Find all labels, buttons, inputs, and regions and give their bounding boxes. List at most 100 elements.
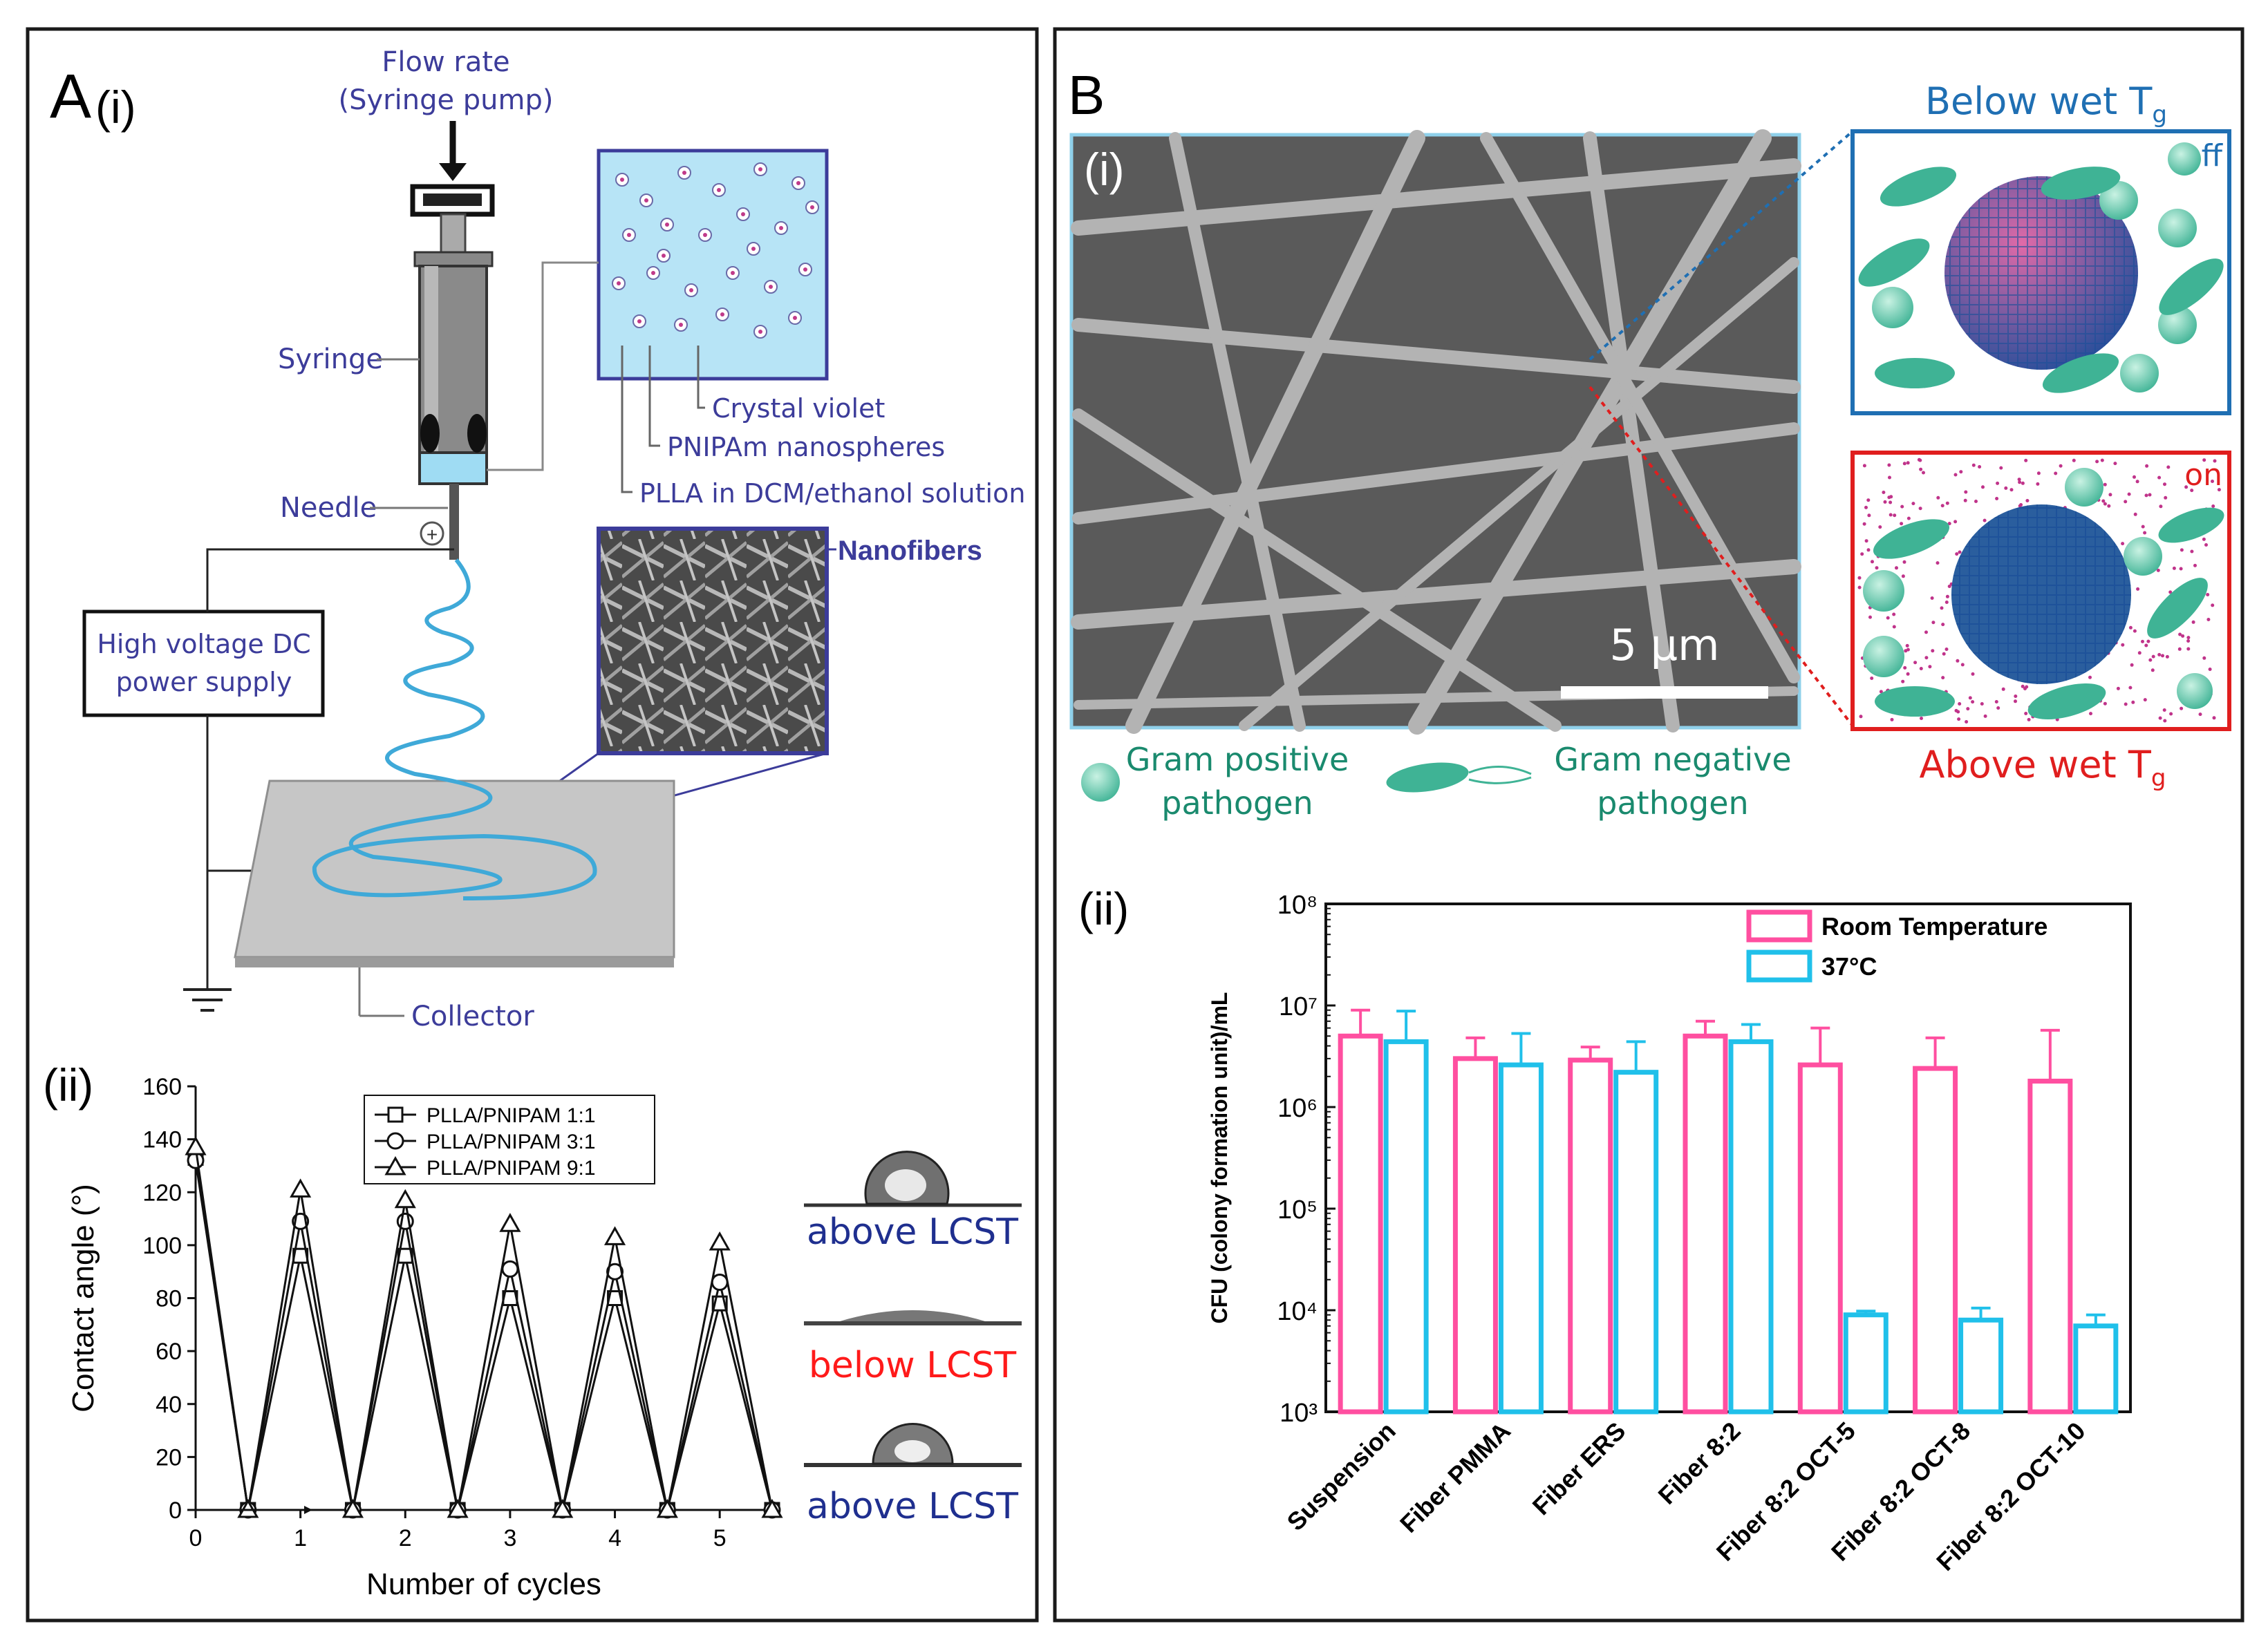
drug-dot [1883, 500, 1887, 504]
drug-dot [2157, 475, 2162, 480]
drug-dot [1922, 471, 1925, 475]
crystal-violet-dot [627, 233, 631, 237]
drug-dot [2193, 563, 2197, 567]
drug-dot [1968, 696, 1972, 700]
drug-dot [1888, 475, 1891, 480]
data-point [185, 1136, 207, 1155]
drug-dot [2127, 492, 2131, 496]
drug-dot [1924, 630, 1928, 634]
crystal-violet-dot [620, 178, 624, 182]
drug-dot [2133, 512, 2137, 516]
drug-dot [2212, 716, 2216, 720]
panel-a-frame [26, 27, 1039, 1623]
drug-dot [1902, 560, 1906, 564]
drug-dot [2213, 459, 2217, 463]
y-axis-label: CFU (colony formation unit)/mL [1207, 992, 1232, 1324]
droplet-image-1 [804, 1128, 1022, 1207]
drug-dot [1875, 566, 1879, 570]
drug-dot [2024, 458, 2028, 462]
drop-label-above-1: above LCST [807, 1211, 1018, 1253]
below-tg-illustration [1858, 142, 2224, 393]
drug-dot [2133, 629, 2137, 633]
drug-dot [1864, 539, 1868, 543]
drug-dot [2088, 675, 2092, 679]
y-tick-label: 10⁴ [1277, 1297, 1318, 1326]
drug-dot [1928, 665, 1932, 669]
drug-dot [2121, 643, 2125, 647]
drug-dot [2168, 590, 2173, 594]
drug-dot [1901, 574, 1905, 578]
data-point [711, 1274, 729, 1292]
drug-dot [1857, 585, 1862, 589]
drug-dot [2186, 639, 2191, 643]
drug-dot [1957, 717, 1961, 721]
drug-dot [2186, 647, 2191, 651]
drug-dot [2054, 471, 2058, 475]
drug-dot [1871, 560, 1874, 564]
drug-dot [1906, 516, 1911, 520]
drug-dot [2059, 464, 2063, 468]
scale-bar [1561, 686, 1768, 699]
drug-dot [1955, 552, 1959, 556]
crystal-violet-dot [751, 247, 756, 251]
drug-dot [2024, 712, 2028, 715]
crystal-violet-dot [779, 226, 783, 230]
drug-dot [2159, 504, 2163, 509]
nanospheres-group [612, 162, 819, 339]
data-point [552, 1498, 574, 1518]
syringe-icon [410, 184, 495, 560]
panel-a-label: A [50, 62, 91, 131]
drug-dot [1887, 495, 1891, 500]
drug-dot [1931, 621, 1936, 625]
drug-dot [1931, 649, 1935, 653]
crystal-violet-dot [637, 319, 641, 323]
drug-dot [2191, 620, 2195, 624]
bar [1338, 1033, 1383, 1415]
crystal-violet-dot [651, 271, 655, 275]
drug-dot [1918, 458, 1922, 462]
drug-dot [1906, 648, 1910, 652]
drug-dot [1964, 490, 1968, 494]
drug-dot [1953, 473, 1958, 477]
bar [2073, 1323, 2119, 1415]
below-wet-tg-title: Below wet Tg [1925, 79, 2167, 129]
crystal-violet-dot [758, 167, 762, 171]
drug-dot [1866, 548, 1871, 552]
drug-dot [1944, 648, 1949, 651]
crystal-violet-dot [644, 198, 648, 202]
drug-dot [1862, 464, 1866, 468]
crystal-violet-dot [741, 212, 745, 216]
drug-dot [2036, 471, 2041, 475]
drug-dot [2113, 462, 2117, 466]
drug-dot [1913, 661, 1918, 665]
data-point [341, 1498, 364, 1518]
drug-dot [2136, 587, 2140, 591]
x-axis-label: Number of cycles [366, 1567, 601, 1601]
gram-negative-icon [1386, 762, 1532, 793]
drug-dot [1983, 518, 1987, 522]
drug-dot [1889, 500, 1893, 504]
drug-dot [1981, 485, 1985, 489]
drug-dot [1959, 470, 1963, 474]
y-tick-label: 20 [156, 1444, 182, 1471]
drug-dot [2021, 684, 2025, 688]
drop-label-above-2: above LCST [807, 1486, 1018, 1527]
drug-dot [1860, 552, 1864, 556]
drug-dot [2202, 458, 2206, 462]
droplet-image-2 [804, 1303, 1022, 1325]
drug-dot [2217, 488, 2221, 492]
gram-positive-line1: Gram positive [1126, 741, 1349, 778]
drop-label-below: below LCST [809, 1345, 1017, 1386]
drug-dot [2158, 716, 2162, 720]
droplet-image-3 [804, 1403, 1022, 1468]
y-tick-label: 0 [169, 1497, 182, 1524]
data-point [501, 1260, 519, 1278]
bar [1797, 1062, 1843, 1415]
plla-label: PLLA in DCM/ethanol solution [639, 478, 1025, 509]
drug-dot [2103, 701, 2107, 706]
drug-dot [1878, 525, 1882, 529]
pnipam-label: PNIPAm nanospheres [667, 432, 945, 462]
drug-dot [1919, 667, 1923, 670]
legend-label: PLLA/PNIPAM 1:1 [427, 1104, 596, 1127]
